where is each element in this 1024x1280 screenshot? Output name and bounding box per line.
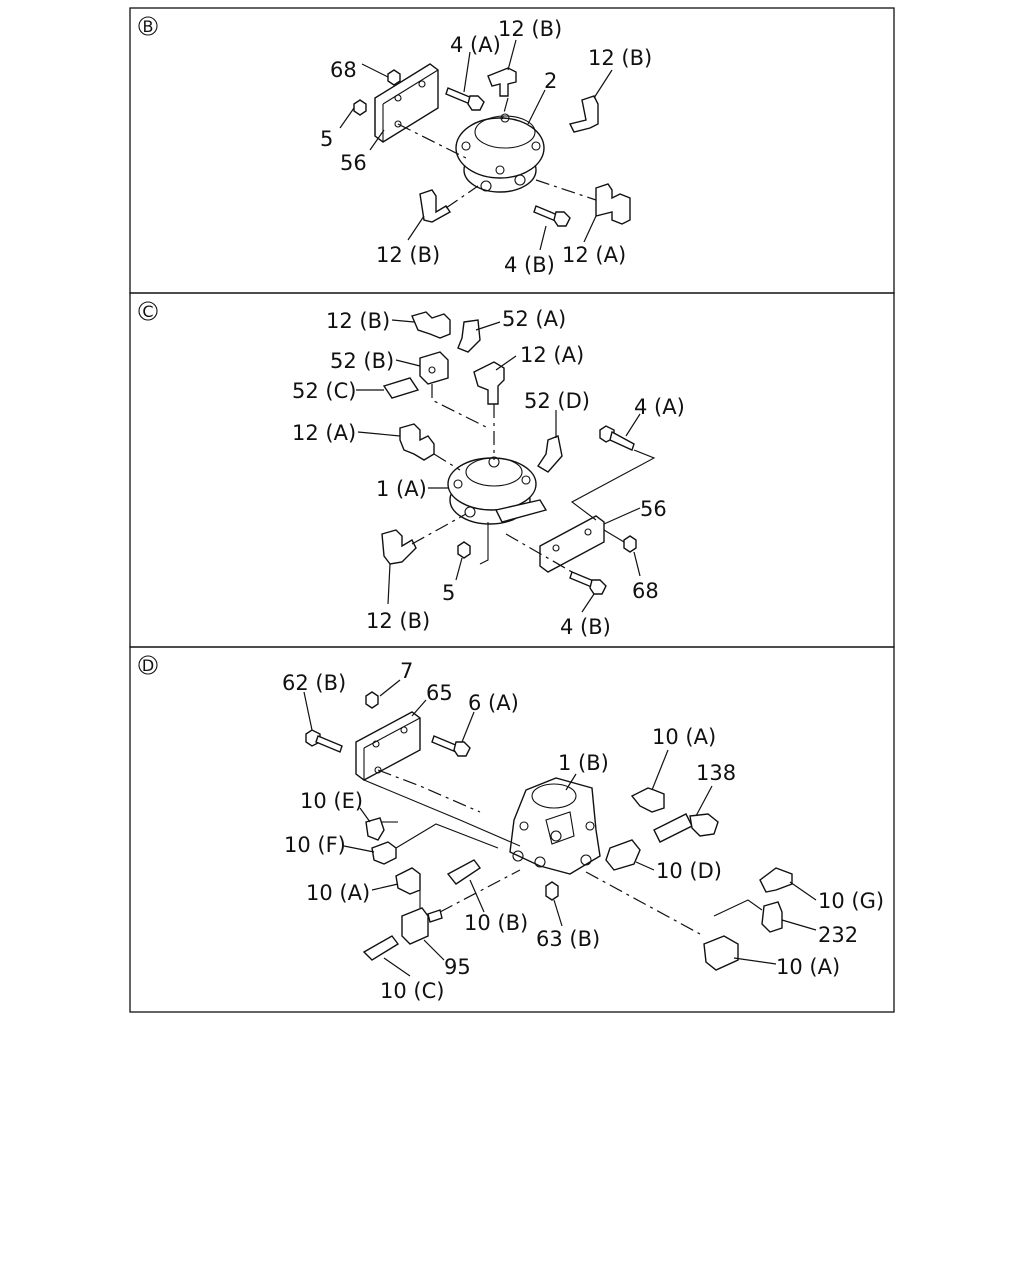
nut-5 <box>353 99 367 116</box>
label-6a: 6 (A) <box>468 691 519 715</box>
fitting-12b-right <box>568 95 599 133</box>
label-52d: 52 (D) <box>524 389 590 413</box>
nut-68 <box>623 535 637 553</box>
label-4b: 4 (B) <box>504 253 555 277</box>
fitting-10a-left <box>395 867 421 895</box>
label-1b: 1 (B) <box>558 751 609 775</box>
label-10a-left: 10 (A) <box>306 881 370 905</box>
label-10e: 10 (E) <box>300 789 363 813</box>
bracket-65 <box>355 711 421 781</box>
label-10b: 10 (B) <box>464 911 528 935</box>
label-10c: 10 (C) <box>380 979 444 1003</box>
label-2: 2 <box>544 69 557 93</box>
label-65: 65 <box>426 681 453 705</box>
bracket-56 <box>539 515 605 573</box>
label-62b: 62 (B) <box>282 671 346 695</box>
label-52b: 52 (B) <box>330 349 394 373</box>
label-12a-top: 12 (A) <box>520 343 584 367</box>
fitting-232 <box>761 901 783 933</box>
panel-c: C <box>129 292 895 648</box>
label-12a-left: 12 (A) <box>292 421 356 445</box>
label-10a-lower: 10 (A) <box>776 955 840 979</box>
fitting-12a-top <box>473 361 505 405</box>
label-52a: 52 (A) <box>502 307 566 331</box>
fitting-10e <box>365 817 385 841</box>
label-95: 95 <box>444 955 471 979</box>
label-12a: 12 (A) <box>562 243 626 267</box>
fitting-10g <box>759 867 793 893</box>
label-56: 56 <box>340 151 367 175</box>
fitting-52a <box>457 319 481 353</box>
panel-d: D <box>129 646 895 1013</box>
panel-c-marker-circle <box>138 301 158 321</box>
label-12b-top: 12 (B) <box>326 309 390 333</box>
label-5: 5 <box>442 581 455 605</box>
label-4b: 4 (B) <box>560 615 611 639</box>
fitting-10c <box>362 935 400 961</box>
panel-b-marker-circle <box>138 16 158 36</box>
panel-d-marker-circle <box>138 655 158 675</box>
label-5: 5 <box>320 127 333 151</box>
fitting-12b-top <box>411 311 451 339</box>
label-10f: 10 (F) <box>284 833 346 857</box>
nut-63b <box>545 881 559 901</box>
label-52c: 52 (C) <box>292 379 356 403</box>
fitting-10b <box>446 859 482 885</box>
fitting-52d <box>537 435 563 473</box>
label-4a: 4 (A) <box>634 395 685 419</box>
fitting-10a-top <box>630 787 665 813</box>
fitting-12b-lower <box>419 189 452 223</box>
label-12b-right: 12 (B) <box>588 46 652 70</box>
label-12b-top: 12 (B) <box>498 17 562 41</box>
label-68: 68 <box>330 58 357 82</box>
label-10d: 10 (D) <box>656 859 722 883</box>
panel-d-frame <box>129 646 895 1013</box>
label-10g: 10 (G) <box>818 889 884 913</box>
label-12b-lower: 12 (B) <box>376 243 440 267</box>
fitting-10f <box>371 841 397 865</box>
panel-c-marker: C <box>142 302 153 321</box>
panel-b: B <box>129 7 895 294</box>
label-10a-top: 10 (A) <box>652 725 716 749</box>
label-138: 138 <box>696 761 736 785</box>
fitting-10d <box>605 839 641 871</box>
label-7: 7 <box>400 659 413 683</box>
sensor-138 <box>653 813 693 843</box>
valve-1a-housing <box>447 457 537 511</box>
nut-5 <box>457 541 471 559</box>
nut-68 <box>387 69 401 86</box>
block-95 <box>401 907 429 945</box>
label-56: 56 <box>640 497 667 521</box>
label-12b-lower: 12 (B) <box>366 609 430 633</box>
fitting-10a-lower <box>703 935 739 971</box>
fitting-12a <box>595 183 631 225</box>
label-68: 68 <box>632 579 659 603</box>
label-1a: 1 (A) <box>376 477 427 501</box>
label-232: 232 <box>818 923 858 947</box>
label-4a: 4 (A) <box>450 33 501 57</box>
panel-d-marker: D <box>142 656 154 675</box>
fitting-52c <box>382 377 420 399</box>
label-63b: 63 (B) <box>536 927 600 951</box>
fitting-12b-lower <box>381 529 417 565</box>
fitting-12a-left <box>399 423 435 461</box>
fitting-12b-top <box>487 67 517 97</box>
nut-7 <box>365 691 379 709</box>
panel-b-marker: B <box>143 17 154 36</box>
